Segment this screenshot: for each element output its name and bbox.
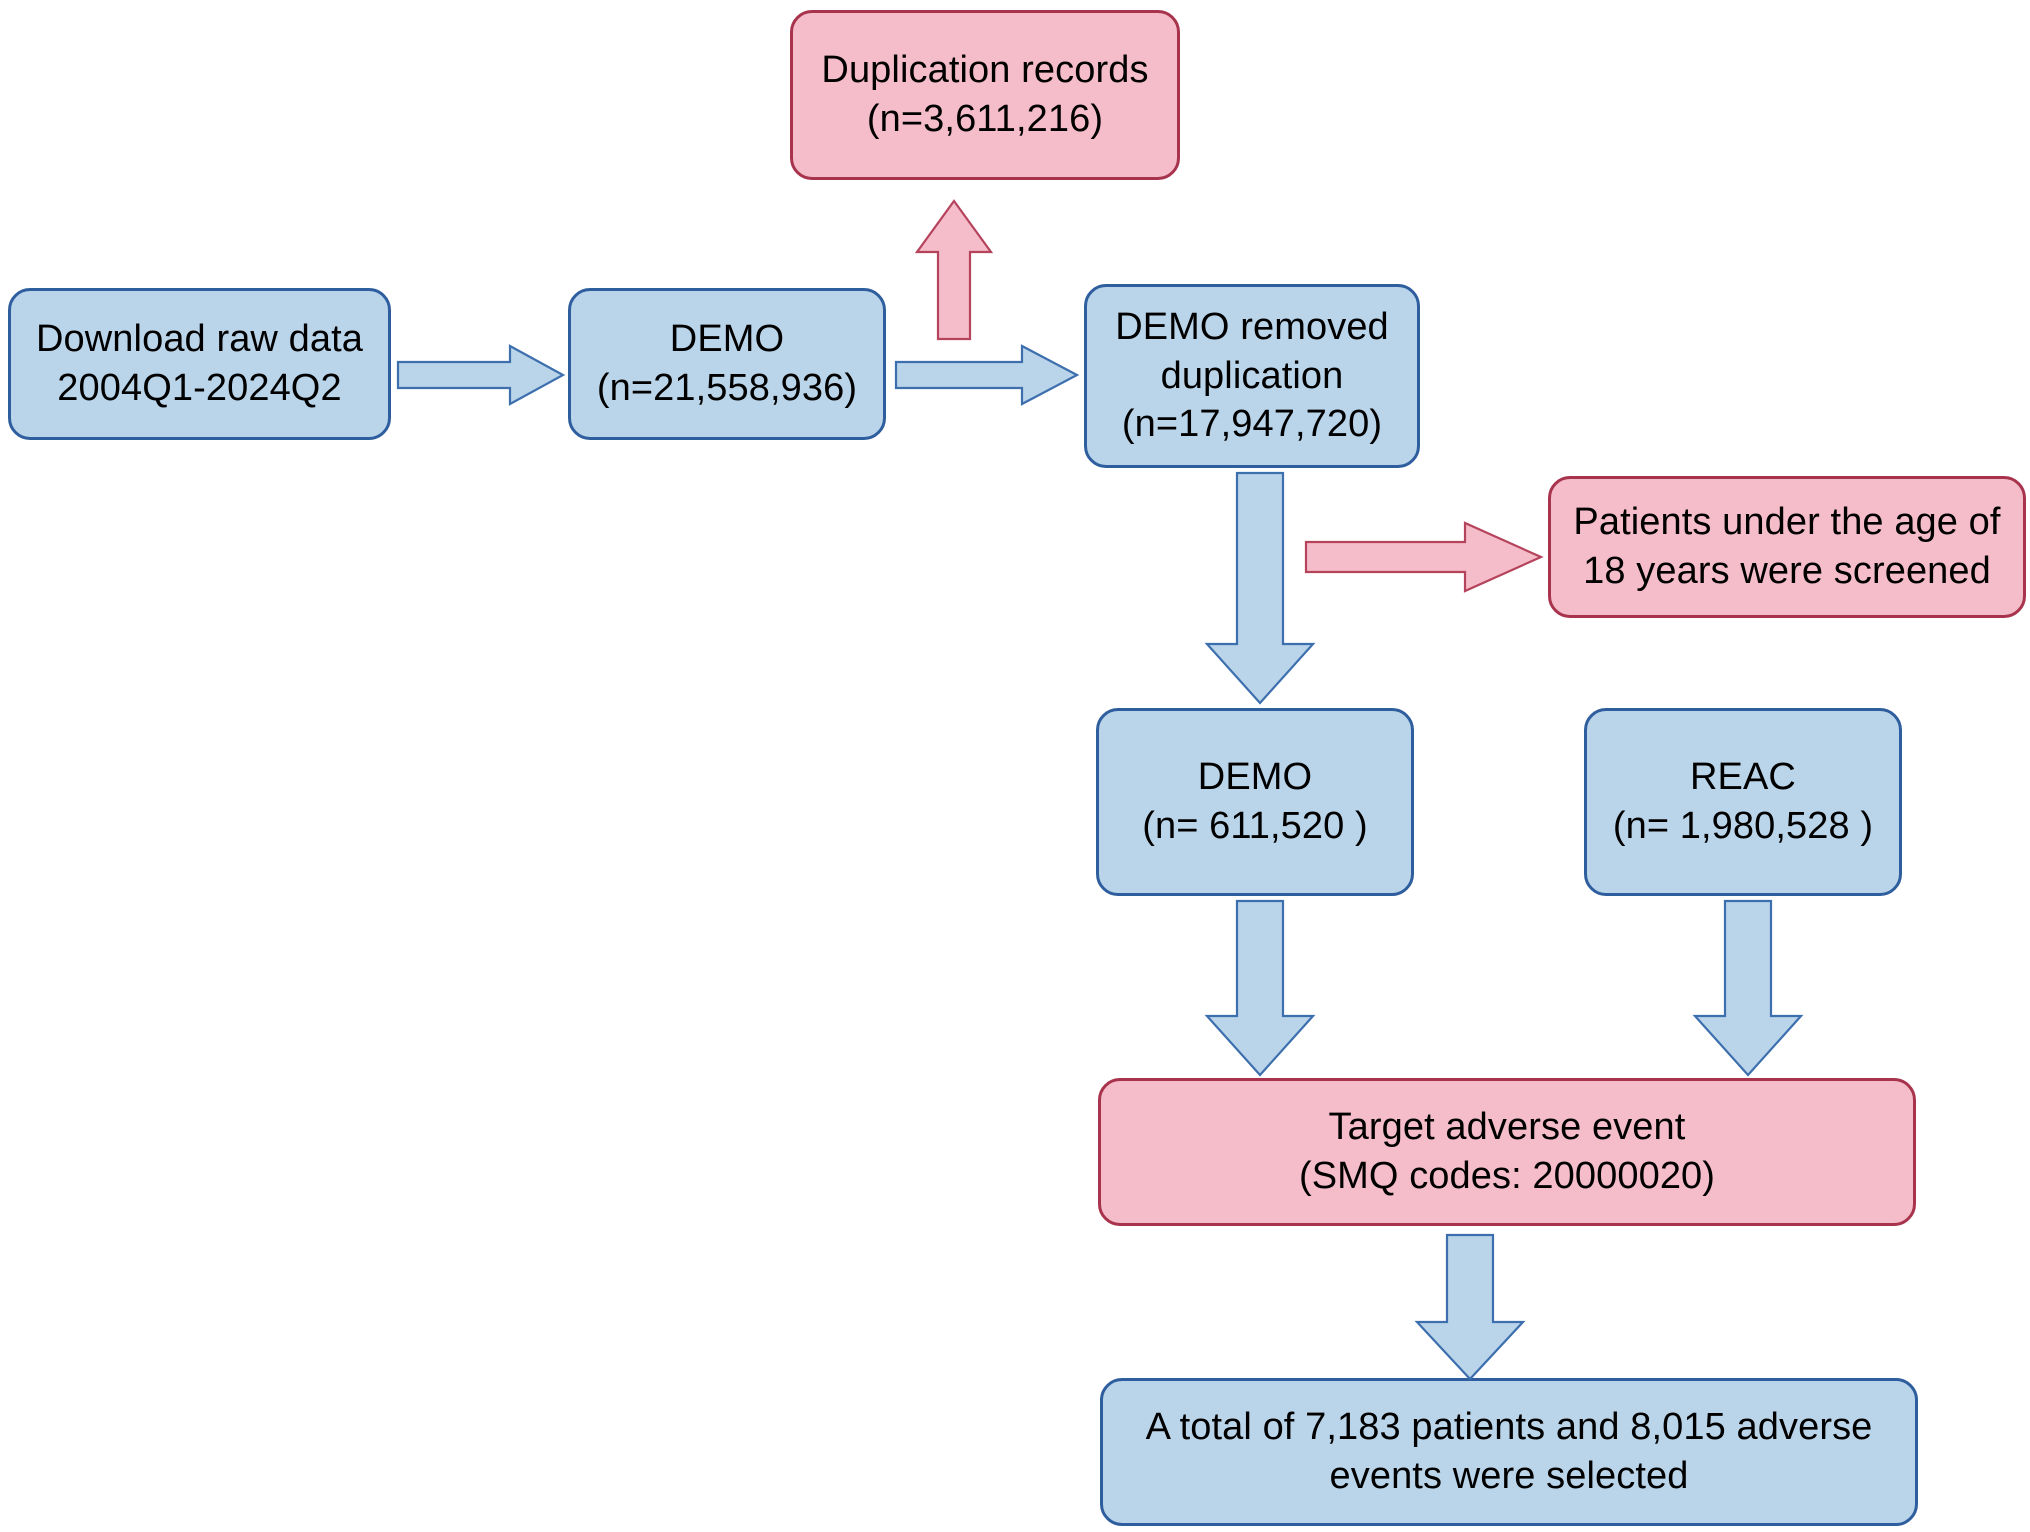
node-demo-raw: DEMO (n=21,558,936) — [568, 288, 886, 440]
arrow-reac-to-target — [1692, 899, 1804, 1077]
arrow-removed-duplication-to-demo-filtered — [1204, 471, 1316, 705]
node-demo-filtered: DEMO (n= 611,520 ) — [1096, 708, 1414, 896]
node-download-raw-data: Download raw data 2004Q1-2024Q2 — [8, 288, 391, 440]
node-duplication-records: Duplication records (n=3,611,216) — [790, 10, 1180, 180]
arrow-demo-to-duplication — [914, 199, 994, 341]
node-patients-under-18: Patients under the age of 18 years were … — [1548, 476, 2026, 618]
node-target-adverse-event: Target adverse event (SMQ codes: 2000002… — [1098, 1078, 1916, 1226]
node-demo-removed-duplication: DEMO removed duplication (n=17,947,720) — [1084, 284, 1420, 468]
node-reac: REAC (n= 1,980,528 ) — [1584, 708, 1902, 896]
arrow-removed-duplication-to-under-18 — [1304, 521, 1544, 593]
arrow-demo-filtered-to-target — [1204, 899, 1316, 1077]
node-final-selection: A total of 7,183 patients and 8,015 adve… — [1100, 1378, 1918, 1526]
arrow-download-to-demo — [396, 344, 566, 406]
arrow-target-to-final — [1414, 1233, 1526, 1381]
arrow-demo-to-removed-duplication — [894, 344, 1080, 406]
